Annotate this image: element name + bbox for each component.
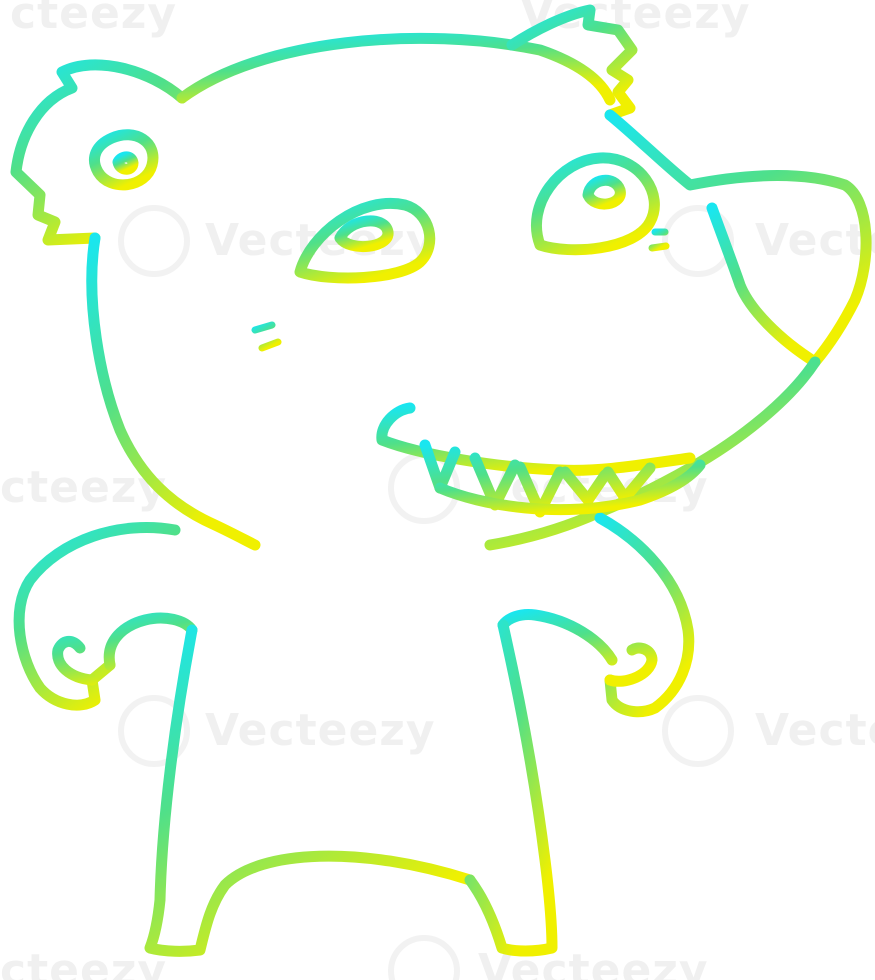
chin-outline <box>434 459 706 516</box>
left-arm-outline <box>13 522 181 711</box>
left-ear-outline <box>10 59 188 246</box>
watermark-logo-icon <box>662 695 734 767</box>
head-right-outline <box>604 109 872 368</box>
left-eye-outline <box>294 198 436 284</box>
right-eye-pupil <box>582 175 626 210</box>
right-eye-outline <box>530 152 660 256</box>
left-eye-pupil <box>334 215 394 253</box>
right-hand-outline <box>497 609 658 687</box>
snout-outline <box>706 202 821 368</box>
freckle-marks-right <box>648 228 670 252</box>
left-hand-outline <box>52 612 198 686</box>
right-leg-outline <box>464 619 558 957</box>
left-ear-inner <box>89 129 159 191</box>
right-ear-outline <box>506 4 638 121</box>
jaw-outline <box>484 356 821 551</box>
watermark-text: Vecteezy <box>755 215 875 266</box>
watermark-logo-icon <box>118 695 190 767</box>
body-left-outline <box>86 232 261 551</box>
left-ear-inner-dot <box>112 151 139 175</box>
watermark-logo-icon <box>388 935 460 980</box>
watermark-logo-icon <box>662 205 734 277</box>
watermark-text: cteezy <box>0 945 168 980</box>
left-leg-outline <box>144 624 476 957</box>
freckle-marks-left <box>251 321 282 352</box>
mouth-outline <box>376 402 696 476</box>
watermark-text: cteezy <box>10 0 178 39</box>
watermark-logo-icon <box>118 205 190 277</box>
watermark-text: Vecteezy <box>205 705 436 756</box>
right-arm-outline <box>594 512 695 718</box>
head-top-outline <box>176 32 616 106</box>
watermark-text: Vecteezy <box>755 705 875 756</box>
